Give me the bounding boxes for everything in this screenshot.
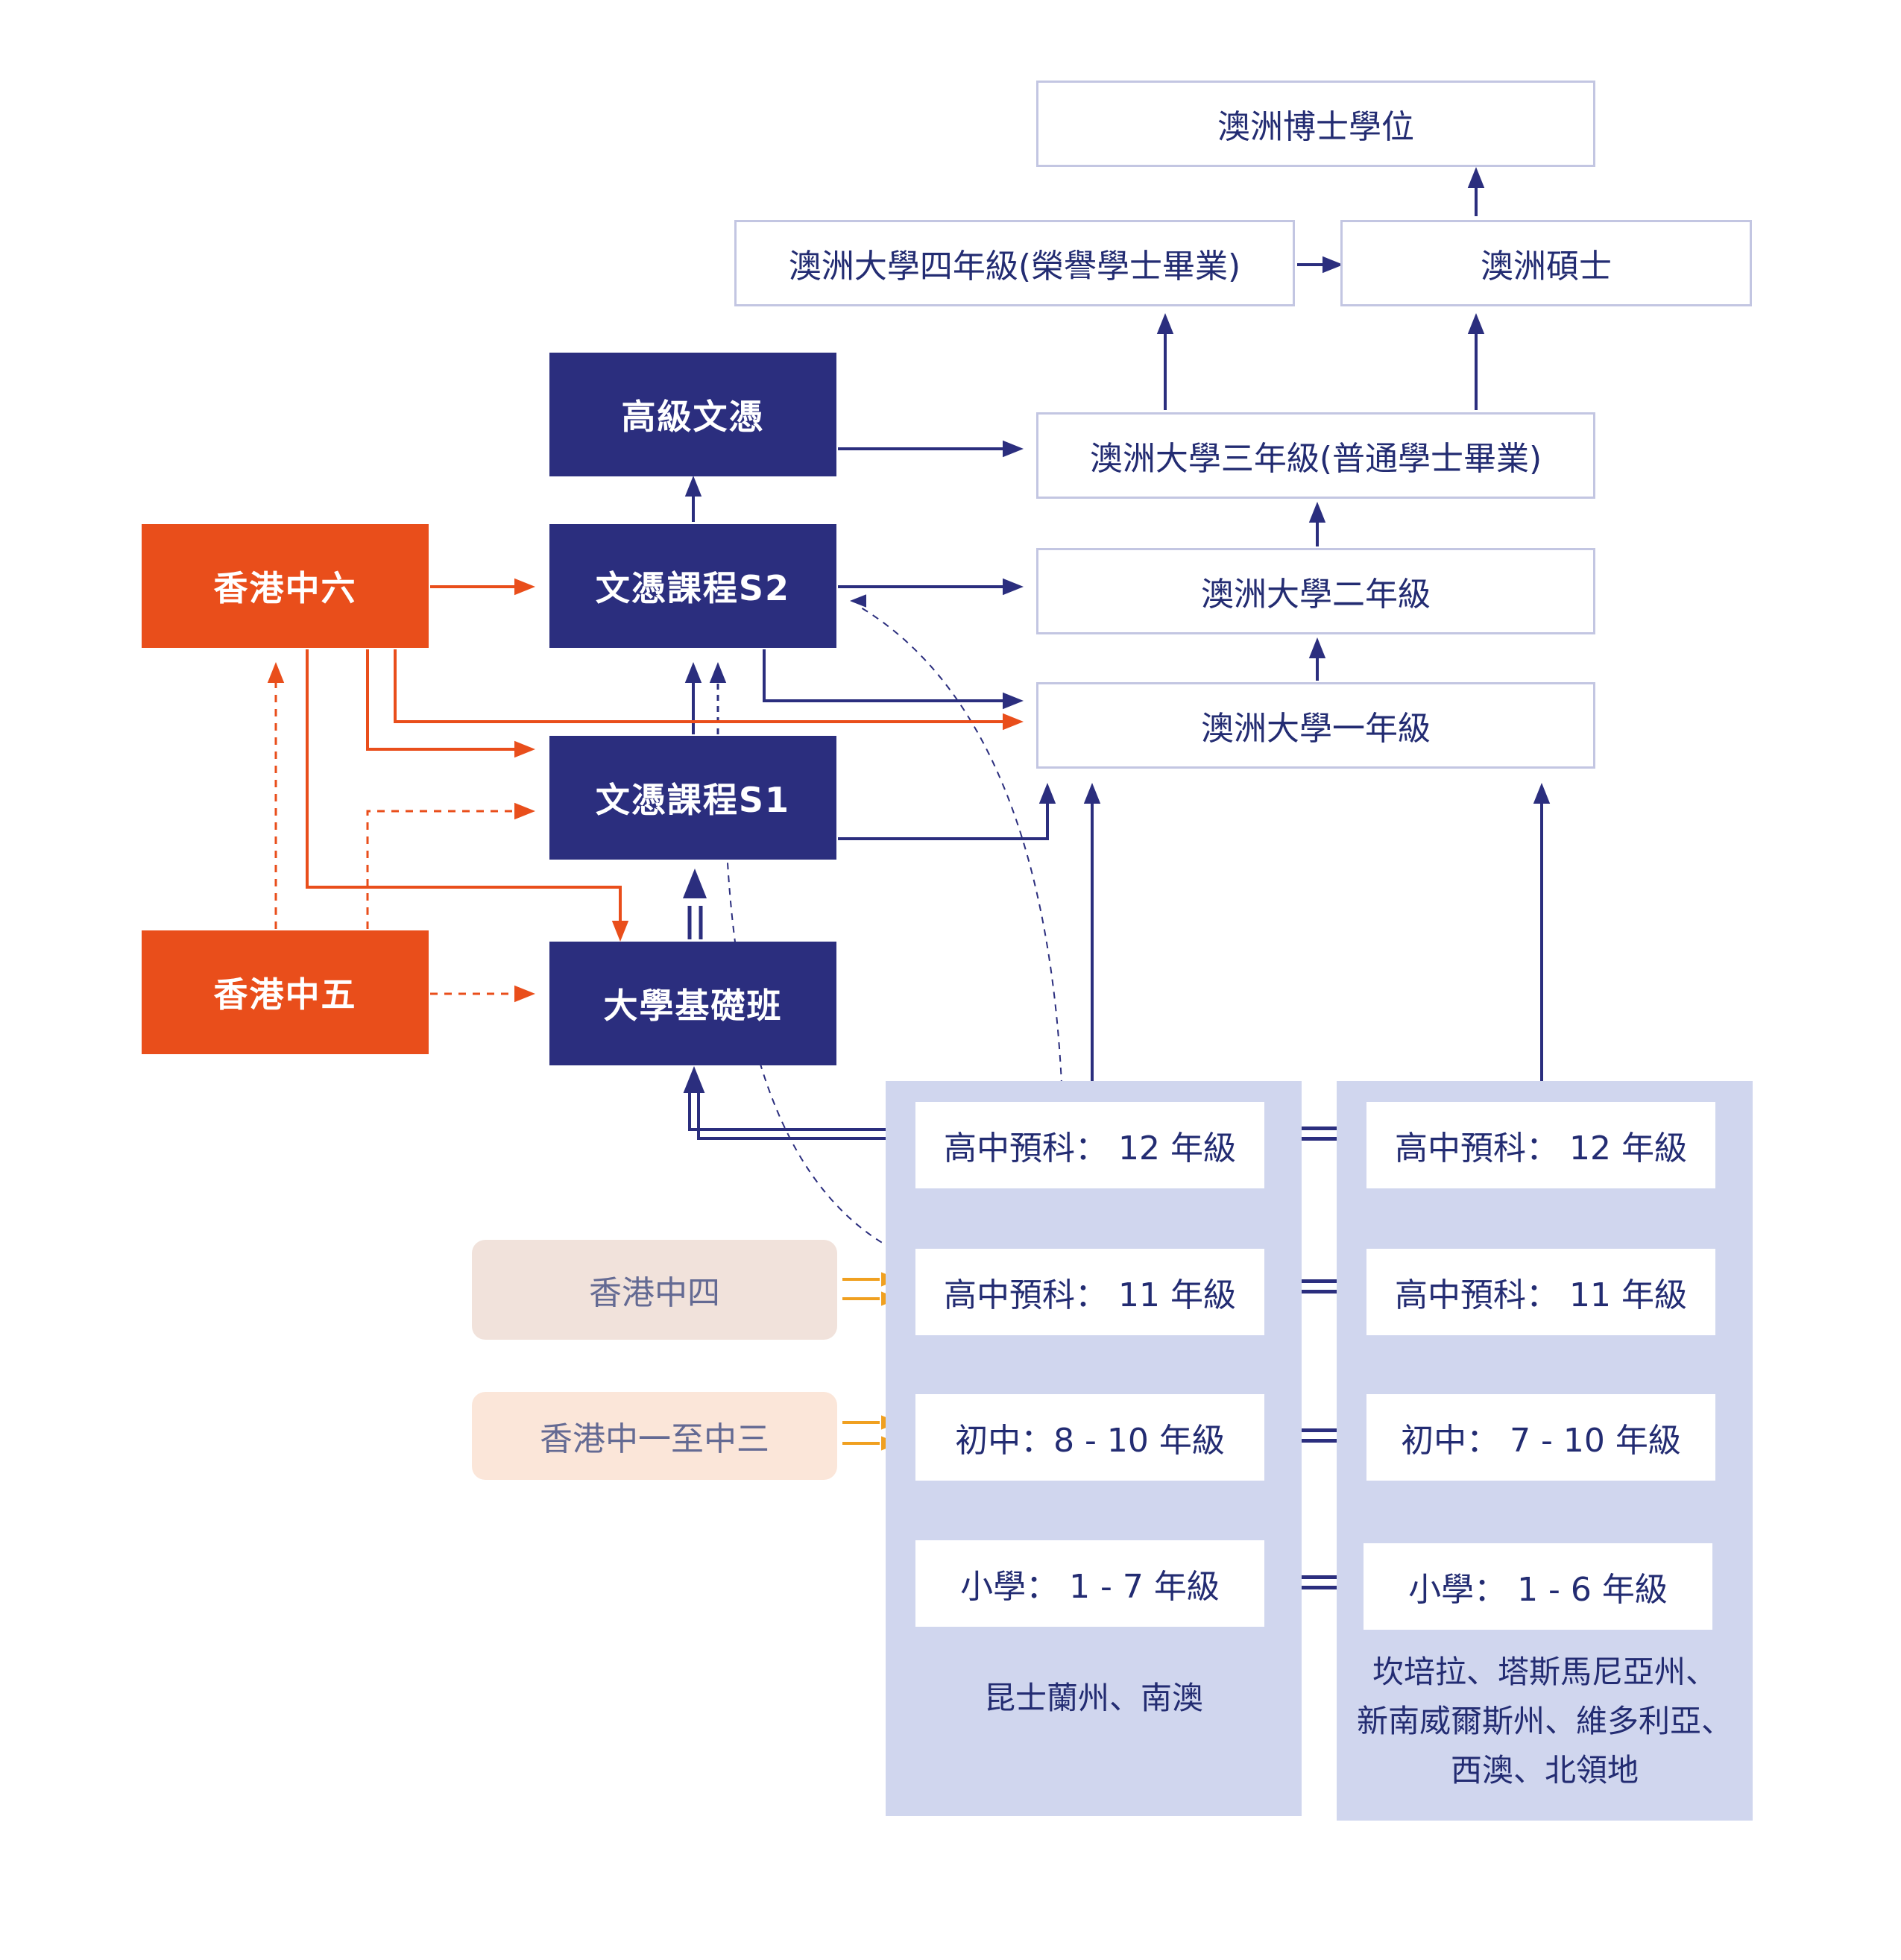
right-junior-secondary: 初中： 7 - 10 年級 [1366,1394,1715,1481]
arrow-s1-to-year1 [838,801,1049,840]
arrowhead-year3-to-year4 [1156,313,1174,334]
right-grade-11: 高中預科： 11 年級 [1366,1249,1715,1335]
arrowhead-form6-to-s1 [514,740,535,758]
arrow-form6-to-s1 [366,649,514,751]
arrowhead-advdip-to-year3 [1003,440,1024,458]
left-region-label: 昆士蘭州、南澳 [886,1674,1302,1723]
year3-bachelor-box: 澳洲大學三年級(普通學士畢業) [1036,412,1595,499]
arrowhead-form5-to-foundation [514,985,535,1003]
advanced-diploma-box: 高級文憑 [549,353,836,476]
arrowhead-year1-to-year2 [1308,637,1326,658]
equivalence-mark-2-bottom [1288,1439,1351,1443]
arrowhead-form6-to-foundation [611,921,629,942]
equivalence-mark-0-top [1288,1126,1351,1130]
hk-form5-box: 香港中五 [142,930,429,1054]
equivalence-mark-1-top [1288,1279,1351,1283]
year2-box: 澳洲大學二年級 [1036,548,1595,634]
left-grade-11: 高中預科： 11 年級 [915,1249,1264,1335]
phd-box: 澳洲博士學位 [1036,81,1595,167]
right-grade-12: 高中預科： 12 年級 [1366,1102,1715,1188]
hk-form4-box: 香港中四 [472,1240,837,1340]
arrowhead-year2-to-year3 [1308,502,1326,523]
dashed-form5-to-s1 [366,810,514,929]
foundation-box: 大學基礎班 [549,942,836,1065]
arrowhead-year3-to-masters [1467,313,1485,334]
arrowhead-s1-to-s2 [684,662,702,683]
arrow-foundation-to-s1 [687,906,703,939]
year1-box: 澳洲大學一年級 [1036,682,1595,769]
arrowhead-left-grade12-to-year1 [1083,783,1101,804]
hk-form1-3-box: 香港中一至中三 [472,1392,837,1480]
equivalence-mark-1-bottom [1288,1290,1351,1293]
arrowhead-form6-to-year1 [1003,713,1024,731]
right-region-line-2: 新南威爾斯州、維多利亞、 [1356,1703,1733,1739]
left-region-line: 昆士蘭州、南澳 [983,1680,1203,1716]
masters-box: 澳洲碩士 [1340,220,1752,306]
right-region-line-3: 西澳、北領地 [1450,1752,1639,1789]
left-junior-secondary: 初中：8 - 10 年級 [915,1394,1264,1481]
dashed-grade12-to-s2 [857,605,1063,1100]
right-region-label: 坎培拉、塔斯馬尼亞州、 新南威爾斯州、維多利亞、 西澳、北領地 [1337,1648,1753,1795]
left-primary: 小學： 1 - 7 年級 [915,1540,1264,1627]
arrowhead-form6-to-s2 [514,578,535,596]
diploma-s2-box: 文憑課程S2 [549,524,836,648]
equivalence-mark-0-bottom [1288,1137,1351,1141]
arrow-grade12-to-foundation [688,1092,913,1140]
arrowhead-form5-to-s1 [514,802,535,820]
arrowhead-grade12-to-foundation [683,1066,705,1093]
arrowhead-right-grade12-to-year1 [1533,783,1551,804]
arrowhead-s1-to-s2-dashed [709,662,727,683]
diploma-s1-box: 文憑課程S1 [549,736,836,860]
arrowhead-s2-to-year1 [1003,692,1024,710]
equivalence-mark-2-top [1288,1428,1351,1432]
hk-form6-box: 香港中六 [142,524,429,648]
arrowhead-foundation-to-s1 [683,869,707,898]
arrowhead-year4-to-masters [1322,256,1343,274]
left-grade-12: 高中預科： 12 年級 [915,1102,1264,1188]
arrowhead-grade12-to-s2 [850,594,866,608]
right-region-line-1: 坎培拉、塔斯馬尼亞州、 [1372,1654,1717,1690]
arrowhead-s1-to-year1 [1038,783,1056,804]
arrowhead-form5-to-form6 [267,662,285,683]
arrowhead-s2-to-year2 [1003,578,1024,596]
year4-honours-box: 澳洲大學四年級(榮譽學士畢業) [734,220,1295,306]
arrow-form6-to-year1 [394,649,1003,723]
equivalence-mark-3-bottom [1288,1586,1351,1589]
arrowhead-masters-to-phd [1467,167,1485,188]
arrowhead-s2-to-advdip [684,476,702,497]
dashed-grade11-to-s1 [726,849,916,1261]
right-primary: 小學： 1 - 6 年級 [1364,1543,1712,1630]
arrow-form6-to-foundation [306,649,622,924]
equivalence-mark-3-top [1288,1575,1351,1579]
arrow-s2-to-year1 [763,649,1003,702]
